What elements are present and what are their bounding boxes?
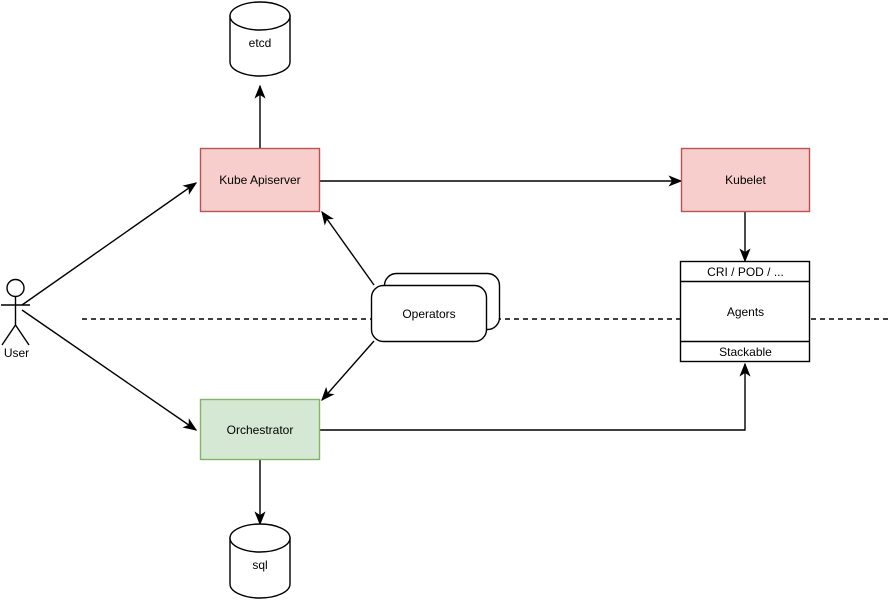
orchestrator-box[interactable]	[199, 398, 321, 461]
edge-user-to-kube-apiserver	[21, 182, 198, 306]
operators-stack-shape[interactable]	[370, 272, 501, 343]
edge-operators-to-kube-apiserver	[321, 210, 375, 286]
etcd-cylinder-shape	[229, 1, 291, 77]
kubelet-box[interactable]	[680, 147, 811, 213]
edge-orchestrator-to-stackable	[320, 362, 751, 431]
edge-user-to-orchestrator	[21, 309, 198, 431]
edge-operators-to-orchestrator	[321, 340, 375, 402]
sql-cylinder-shape	[229, 523, 291, 599]
actor-user-icon	[1, 278, 30, 346]
agents-box[interactable]	[679, 260, 811, 363]
kube-apiserver-box[interactable]	[199, 147, 321, 213]
actor-user-label: User	[3, 346, 30, 360]
